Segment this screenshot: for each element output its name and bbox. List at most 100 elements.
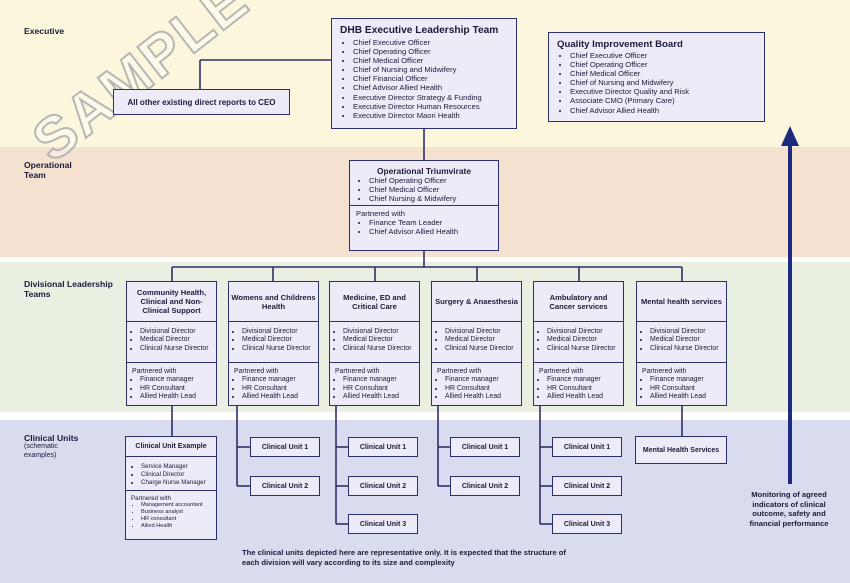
clinical-unit-box: Clinical Unit 1: [450, 437, 520, 457]
list-item: Clinical Nurse Director: [242, 345, 316, 353]
list-item: Chief Advisor Allied Health: [369, 227, 492, 237]
operational-triumvirate-core: Operational Triumvirate Chief Operating …: [350, 161, 498, 206]
list-item: Clinical Director: [141, 471, 214, 479]
list-item: Medical Director: [445, 336, 519, 344]
division-partners: Finance manager HR Consultant Allied Hea…: [642, 376, 724, 401]
list-item: Divisional Director: [650, 328, 724, 336]
division-box-medicine: Medicine, ED and Critical Care Divisiona…: [329, 281, 420, 406]
list-item: HR consultant: [141, 516, 214, 523]
list-item: Chief Medical Officer: [353, 56, 510, 65]
division-members: Divisional Director Medical Director Cli…: [132, 328, 214, 353]
list-item: Chief Executive Officer: [353, 38, 510, 47]
list-item: HR Consultant: [343, 385, 417, 393]
list-item: Executive Director Maori Health: [353, 111, 510, 120]
division-title-section: Womens and Childrens Health: [229, 282, 318, 322]
band-label-operational-line2: Team: [24, 170, 46, 180]
division-members-section: Divisional Director Medical Director Cli…: [127, 322, 216, 363]
list-item: Allied Health Lead: [445, 393, 519, 401]
list-item: Management accountant: [141, 502, 214, 509]
list-item: Clinical Nurse Director: [547, 345, 621, 353]
clinical-unit-box: Clinical Unit 1: [348, 437, 418, 457]
list-item: Finance manager: [650, 376, 724, 384]
operational-triumvirate-members: Chief Operating Officer Chief Medical Of…: [356, 176, 492, 204]
division-partners: Finance manager HR Consultant Allied Hea…: [132, 376, 214, 401]
list-item: Clinical Nurse Director: [343, 345, 417, 353]
list-item: Medical Director: [140, 336, 214, 344]
list-item: Clinical Nurse Director: [140, 345, 214, 353]
division-box-surgery: Surgery & Anaesthesia Divisional Directo…: [431, 281, 522, 406]
list-item: Allied Health Lead: [343, 393, 417, 401]
operational-triumvirate-partners: Partnered with Finance Team Leader Chief…: [350, 206, 498, 240]
list-item: Chief Executive Officer: [570, 51, 758, 60]
division-members: Divisional Director Medical Director Cli…: [437, 328, 519, 353]
list-item: Finance Team Leader: [369, 218, 492, 228]
list-item: Chief of Nursing and Midwifery: [570, 78, 758, 87]
quality-improvement-board-members: Chief Executive Officer Chief Operating …: [557, 51, 758, 115]
partnered-with-label: Partnered with: [132, 368, 177, 375]
band-label-divisional-line2: Teams: [24, 289, 51, 299]
band-label-clinical-sub2: examples): [24, 451, 57, 459]
list-item: Clinical Nurse Director: [445, 345, 519, 353]
list-item: Business analyst: [141, 509, 214, 516]
division-partners-section: Partnered with Finance manager HR Consul…: [127, 363, 216, 401]
partnered-with-label: Partnered with: [335, 368, 380, 375]
division-title: Ambulatory and Cancer services: [549, 292, 608, 311]
division-box-community-health: Community Health, Clinical and Non-Clini…: [126, 281, 217, 406]
division-members-section: Divisional Director Medical Director Cli…: [534, 322, 623, 363]
clinical-unit-example-members: Service Manager Clinical Director Charge…: [131, 463, 214, 487]
division-partners-section: Partnered with Finance manager HR Consul…: [534, 363, 623, 401]
division-partners: Finance manager HR Consultant Allied Hea…: [234, 376, 316, 401]
band-label-executive: Executive: [24, 26, 65, 36]
operational-triumvirate-title: Operational Triumvirate: [376, 166, 471, 176]
list-item: Executive Director Quality and Risk: [570, 87, 758, 96]
list-item: Chief Operating Officer: [369, 176, 492, 186]
executive-leadership-box: DHB Executive Leadership Team Chief Exec…: [331, 18, 517, 129]
list-item: Chief Nursing & Midwifery: [369, 194, 492, 204]
division-partners-section: Partnered with Finance manager HR Consul…: [432, 363, 521, 401]
division-partners-section: Partnered with Finance manager HR Consul…: [229, 363, 318, 401]
division-partners-section: Partnered with Finance manager HR Consul…: [330, 363, 419, 401]
clinical-unit-box: Clinical Unit 2: [450, 476, 520, 496]
clinical-unit-box: Clinical Unit 3: [348, 514, 418, 534]
executive-leadership-members: Chief Executive Officer Chief Operating …: [340, 38, 510, 120]
division-partners: Finance manager HR Consultant Allied Hea…: [539, 376, 621, 401]
partnered-with-label: Partnered with: [131, 495, 171, 502]
list-item: Divisional Director: [547, 328, 621, 336]
executive-leadership-title: DHB Executive Leadership Team: [340, 25, 499, 36]
list-item: Finance manager: [140, 376, 214, 384]
division-title-section: Ambulatory and Cancer services: [534, 282, 623, 322]
partnered-with-label: Partnered with: [356, 209, 405, 218]
division-members-section: Divisional Director Medical Director Cli…: [330, 322, 419, 363]
clinical-unit-example-members-section: Service Manager Clinical Director Charge…: [126, 457, 216, 491]
clinical-unit-box: Clinical Unit 2: [348, 476, 418, 496]
division-members: Divisional Director Medical Director Cli…: [234, 328, 316, 353]
list-item: Associate CMO (Primary Care): [570, 96, 758, 105]
list-item: Allied Health Lead: [547, 393, 621, 401]
list-item: Finance manager: [445, 376, 519, 384]
list-item: Divisional Director: [242, 328, 316, 336]
list-item: Chief of Nursing and Midwifery: [353, 65, 510, 74]
band-label-clinical-sub: (schematic examples): [24, 443, 58, 460]
clinical-unit-box: Clinical Unit 3: [552, 514, 622, 534]
list-item: Medical Director: [650, 336, 724, 344]
division-partners: Finance manager HR Consultant Allied Hea…: [335, 376, 417, 401]
quality-improvement-board-box: Quality Improvement Board Chief Executiv…: [548, 32, 765, 122]
division-box-womens-childrens: Womens and Childrens Health Divisional D…: [228, 281, 319, 406]
band-label-operational: Operational Team: [24, 160, 72, 180]
list-item: HR Consultant: [547, 385, 621, 393]
division-members-section: Divisional Director Medical Director Cli…: [229, 322, 318, 363]
clinical-unit-box: Clinical Unit 1: [250, 437, 320, 457]
list-item: Chief Operating Officer: [570, 60, 758, 69]
list-item: Service Manager: [141, 463, 214, 471]
clinical-unit-box: Clinical Unit 2: [250, 476, 320, 496]
quality-improvement-board-title: Quality Improvement Board: [557, 39, 683, 50]
list-item: Finance manager: [547, 376, 621, 384]
partnered-with-label: Partnered with: [642, 368, 687, 375]
list-item: Chief Medical Officer: [570, 69, 758, 78]
representative-note: The clinical units depicted here are rep…: [242, 548, 566, 567]
clinical-unit-example-title: Clinical Unit Example: [126, 437, 216, 457]
list-item: Chief Advisor Allied Health: [570, 106, 758, 115]
list-item: Divisional Director: [343, 328, 417, 336]
list-item: Chief Medical Officer: [369, 185, 492, 195]
division-title: Mental health services: [640, 297, 723, 306]
